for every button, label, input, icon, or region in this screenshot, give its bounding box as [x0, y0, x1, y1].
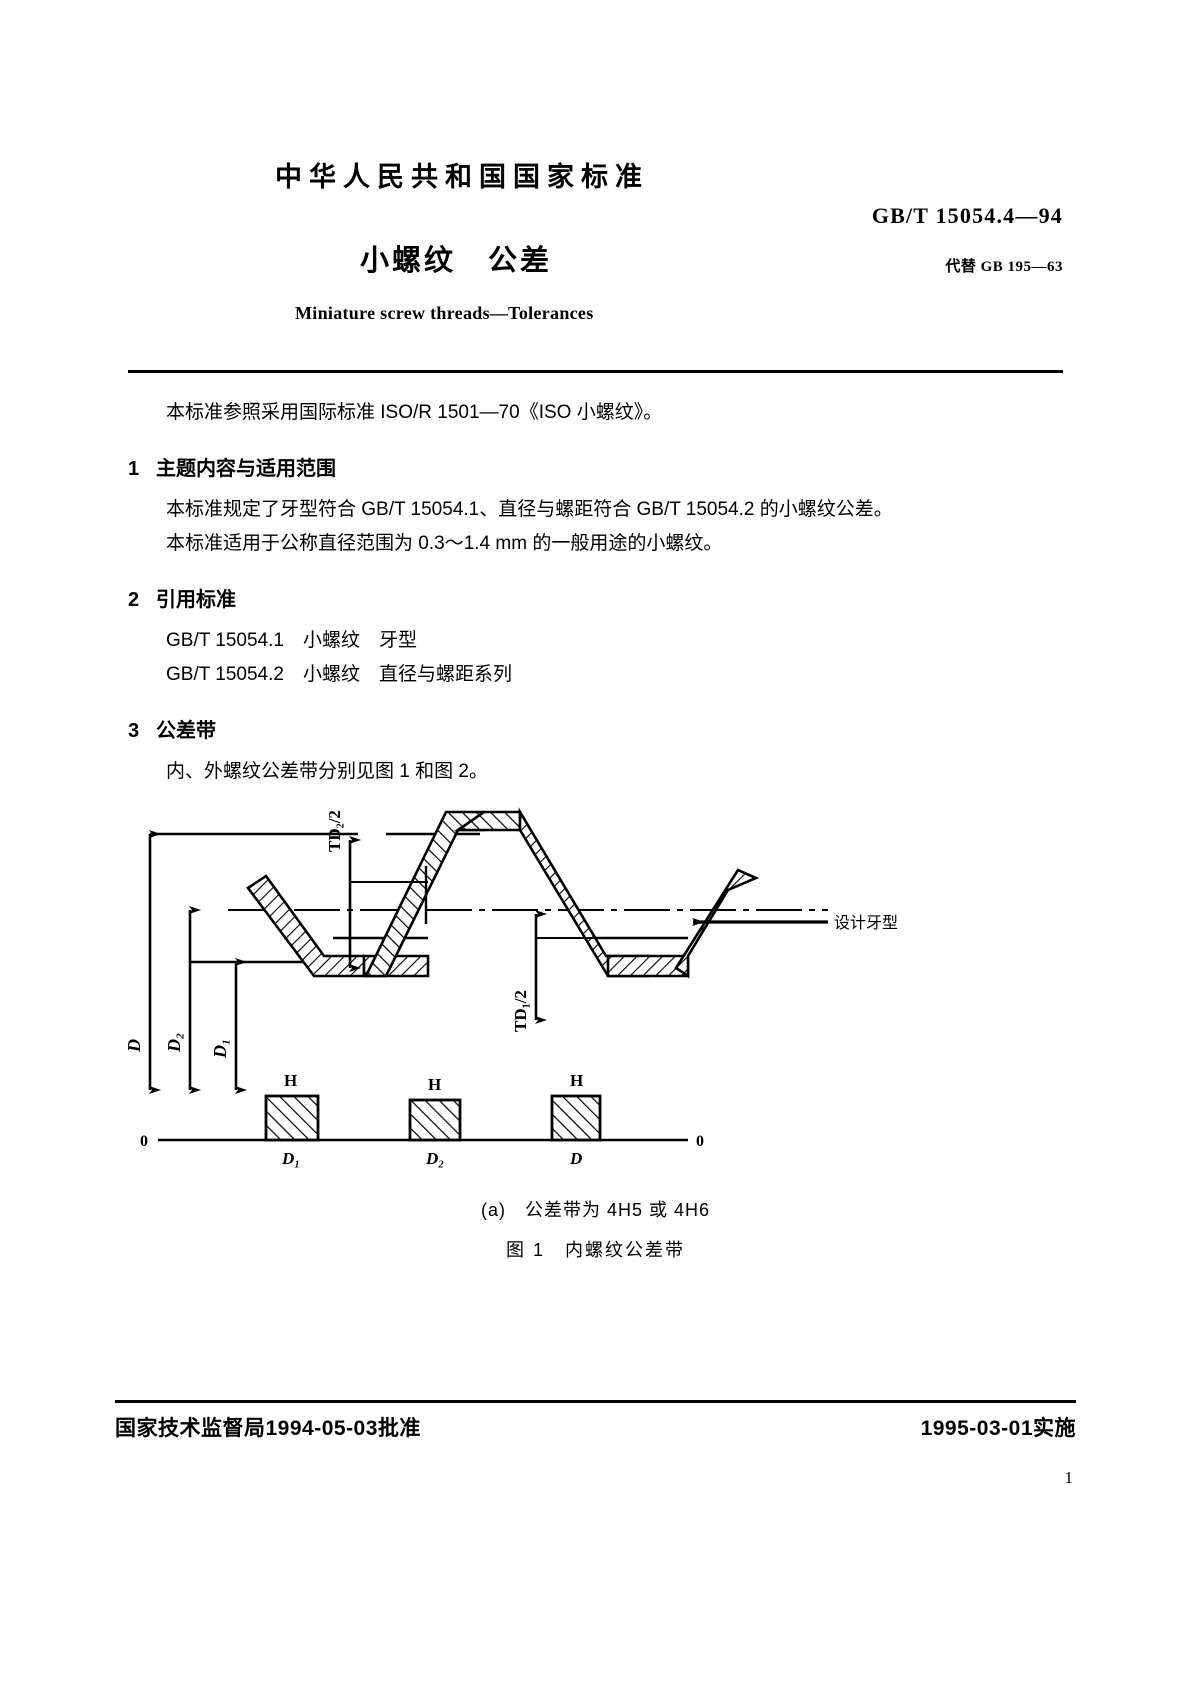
- intro-paragraph: 本标准参照采用国际标准 ISO/R 1501—70《ISO 小螺纹》。: [166, 402, 663, 423]
- minor-diameter-label: D₁: [210, 1039, 230, 1059]
- spacer: [128, 481, 1063, 493]
- section-heading-1: 1 主题内容与适用范围: [128, 452, 1063, 481]
- tolerance-band-descending-flank: [518, 807, 650, 978]
- major-diameter-label: D: [128, 1039, 144, 1053]
- tolerance-bar-minor-label: D₁: [281, 1149, 300, 1168]
- td2-half-label: TD₂/2: [325, 810, 344, 852]
- header-divider-rule: [128, 370, 1063, 373]
- pitch-diameter-label: D₂: [164, 1033, 184, 1053]
- referenced-standard-item: GB/T 15054.1 小螺纹 牙型: [166, 630, 417, 651]
- section-heading-2: 2 引用标准: [128, 583, 1063, 612]
- td1-half-label: TD₁/2: [511, 990, 530, 1032]
- tolerance-bar-major-label: D: [569, 1149, 582, 1168]
- document-masthead: 中华人民共和国国家标准 GB/T 15054.4—94 小螺纹 公差 代替 GB…: [0, 155, 1191, 335]
- tolerance-bar-major-height-label: H: [570, 1071, 583, 1090]
- section-title-3: 公差带: [156, 720, 216, 742]
- referenced-standard-item: GB/T 15054.2 小螺纹 直径与螺距系列: [166, 664, 512, 685]
- english-title: Miniature screw threads—Tolerances: [295, 303, 594, 323]
- tolerance-zone-bars-group: 0 0 H D₁ H D₂ H D: [140, 1071, 704, 1168]
- document-body: 本标准参照采用国际标准 ISO/R 1501—70《ISO 小螺纹》。 1 主题内…: [128, 396, 1063, 789]
- section-title-1: 主题内容与适用范围: [156, 458, 336, 480]
- document-footer: 国家技术监督局1994-05-03批准 1995-03-01实施: [115, 1412, 1076, 1452]
- tolerance-bar-major: [550, 1094, 602, 1142]
- figure-1-container: 设计牙型 TD₂/2 TD₁/2 D D₂ D₁: [128, 790, 1063, 1262]
- internal-thread-tolerance-zone-diagram: 设计牙型 TD₂/2 TD₁/2 D D₂ D₁: [128, 807, 898, 1168]
- section-3-paragraph-1: 内、外螺纹公差带分别见图 1 和图 2。: [166, 761, 488, 782]
- national-standard-title: 中华人民共和国国家标准: [275, 162, 649, 192]
- tolerance-bar-pitch: [408, 1098, 462, 1142]
- section-heading-3: 3 公差带: [128, 714, 1063, 743]
- design-profile-label: 设计牙型: [834, 914, 898, 932]
- figure-1-caption: 图 1 内螺纹公差带: [505, 1240, 685, 1260]
- standard-number: GB/T 15054.4—94: [871, 203, 1063, 228]
- tolerance-bar-minor-height-label: H: [284, 1071, 297, 1090]
- section-number-3: 3: [128, 720, 140, 742]
- section-number-1: 1: [128, 458, 140, 480]
- page-number: 1: [1064, 1468, 1074, 1487]
- figure-1-subcaption: (a) 公差带为 4H5 或 4H6: [480, 1200, 711, 1220]
- section-title-2: 引用标准: [156, 589, 236, 611]
- zero-label-left: 0: [140, 1133, 148, 1150]
- tolerance-band-right-flank: [674, 868, 760, 979]
- approval-statement: 国家技术监督局1994-05-03批准: [115, 1417, 421, 1440]
- thread-profile-group: 设计牙型 TD₂/2 TD₁/2 D D₂ D₁: [128, 807, 898, 1094]
- section-1-paragraph-2: 本标准适用于公称直径范围为 0.3～1.4 mm 的一般用途的小螺纹。: [166, 533, 723, 554]
- document-title: 小螺纹 公差: [360, 245, 553, 277]
- tolerance-bar-minor: [264, 1094, 320, 1142]
- footer-divider-rule: [115, 1400, 1076, 1403]
- zero-label-right: 0: [696, 1133, 704, 1150]
- tolerance-bar-pitch-height-label: H: [428, 1075, 441, 1094]
- section-number-2: 2: [128, 589, 140, 611]
- effective-date-statement: 1995-03-01实施: [920, 1417, 1076, 1440]
- spacer: [128, 612, 1063, 624]
- tolerance-bar-pitch-label: D₂: [425, 1149, 444, 1168]
- replaces-note: 代替 GB 195—63: [945, 259, 1063, 275]
- section-1-paragraph-1: 本标准规定了牙型符合 GB/T 15054.1、直径与螺距符合 GB/T 150…: [166, 499, 893, 520]
- spacer: [128, 743, 1063, 755]
